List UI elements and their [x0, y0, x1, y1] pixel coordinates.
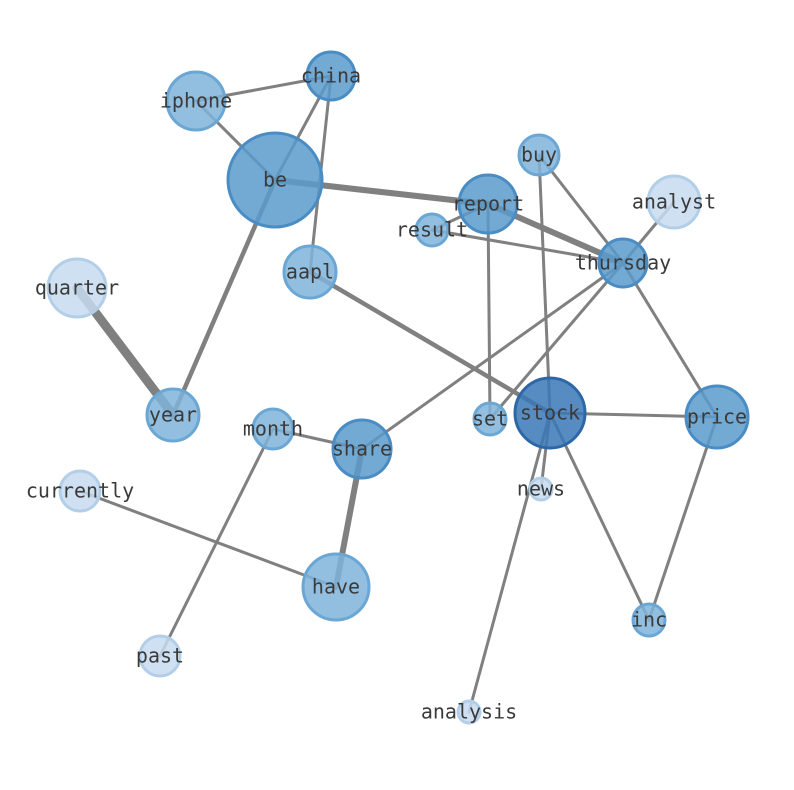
node-label-iphone: iphone	[160, 89, 232, 113]
node-price[interactable]: price	[684, 384, 750, 450]
node-aapl[interactable]: aapl	[282, 244, 338, 300]
node-label-month: month	[243, 417, 303, 441]
node-year[interactable]: year	[145, 387, 201, 443]
node-circle-year[interactable]	[145, 387, 201, 443]
node-circle-share[interactable]	[331, 418, 393, 480]
node-circle-china[interactable]	[305, 50, 357, 102]
node-label-quarter: quarter	[35, 276, 119, 300]
node-circle-month[interactable]	[251, 407, 295, 451]
node-circle-quarter[interactable]	[46, 257, 108, 319]
edge-thursday-share	[360, 261, 625, 451]
node-be[interactable]: be	[226, 131, 324, 229]
node-label-year: year	[149, 403, 197, 427]
node-label-analyst: analyst	[632, 190, 716, 214]
node-label-news: news	[517, 477, 565, 501]
node-share[interactable]: share	[331, 418, 393, 480]
node-label-currently: currently	[26, 479, 134, 503]
node-label-inc: inc	[631, 608, 667, 632]
edge-stock-inc	[548, 411, 651, 622]
node-have[interactable]: have	[301, 552, 371, 622]
node-iphone[interactable]: iphone	[160, 70, 232, 132]
node-circle-analyst[interactable]	[646, 174, 702, 230]
edge-result-thursday	[430, 228, 625, 265]
node-past[interactable]: past	[136, 634, 184, 678]
node-circle-past[interactable]	[138, 634, 182, 678]
node-circle-iphone[interactable]	[165, 70, 227, 132]
node-result[interactable]: result	[396, 212, 468, 248]
node-label-aapl: aapl	[286, 260, 334, 284]
node-circle-be[interactable]	[226, 131, 324, 229]
edge-stock-analysis	[467, 411, 552, 714]
node-stock[interactable]: stock	[513, 376, 587, 450]
node-label-report: report	[452, 192, 524, 216]
node-circle-inc[interactable]	[631, 602, 667, 638]
node-currently[interactable]: currently	[26, 469, 134, 513]
edge-currently-have	[78, 489, 338, 589]
node-label-buy: buy	[521, 143, 557, 167]
node-label-analysis: analysis	[421, 700, 517, 724]
node-set[interactable]: set	[472, 401, 508, 437]
node-label-china: china	[301, 64, 361, 88]
node-label-set: set	[472, 407, 508, 431]
node-circle-aapl[interactable]	[282, 244, 338, 300]
node-circle-buy[interactable]	[517, 133, 561, 177]
node-label-past: past	[136, 644, 184, 668]
node-label-be: be	[263, 168, 287, 192]
node-label-share: share	[332, 437, 392, 461]
node-quarter[interactable]: quarter	[35, 257, 119, 319]
node-label-have: have	[312, 575, 360, 599]
edge-buy-stock	[537, 153, 552, 415]
node-layer: be china iphone buy report analyst result thurs…	[26, 50, 750, 725]
node-circle-have[interactable]	[301, 552, 371, 622]
node-label-stock: stock	[520, 401, 580, 425]
node-buy[interactable]: buy	[517, 133, 561, 177]
node-circle-result[interactable]	[414, 212, 450, 248]
node-thursday[interactable]: thursday	[575, 237, 671, 289]
node-circle-currently[interactable]	[58, 469, 102, 513]
node-report[interactable]: report	[452, 173, 524, 235]
node-circle-news[interactable]	[528, 476, 554, 502]
node-analysis[interactable]: analysis	[421, 699, 517, 725]
node-circle-report[interactable]	[457, 173, 519, 235]
node-label-result: result	[396, 218, 468, 242]
node-circle-price[interactable]	[684, 384, 750, 450]
node-inc[interactable]: inc	[631, 602, 667, 638]
node-circle-analysis[interactable]	[456, 699, 482, 725]
node-circle-set[interactable]	[472, 401, 508, 437]
node-circle-stock[interactable]	[513, 376, 587, 450]
node-news[interactable]: news	[517, 476, 565, 502]
edge-report-set	[486, 202, 492, 421]
edge-aapl-stock	[307, 269, 553, 416]
node-china[interactable]: china	[301, 50, 361, 102]
edge-price-inc	[647, 415, 719, 622]
node-month[interactable]: month	[243, 407, 303, 451]
node-label-thursday: thursday	[575, 251, 671, 275]
node-label-price: price	[687, 405, 747, 429]
node-circle-thursday[interactable]	[597, 237, 649, 289]
node-analyst[interactable]: analyst	[632, 174, 716, 230]
